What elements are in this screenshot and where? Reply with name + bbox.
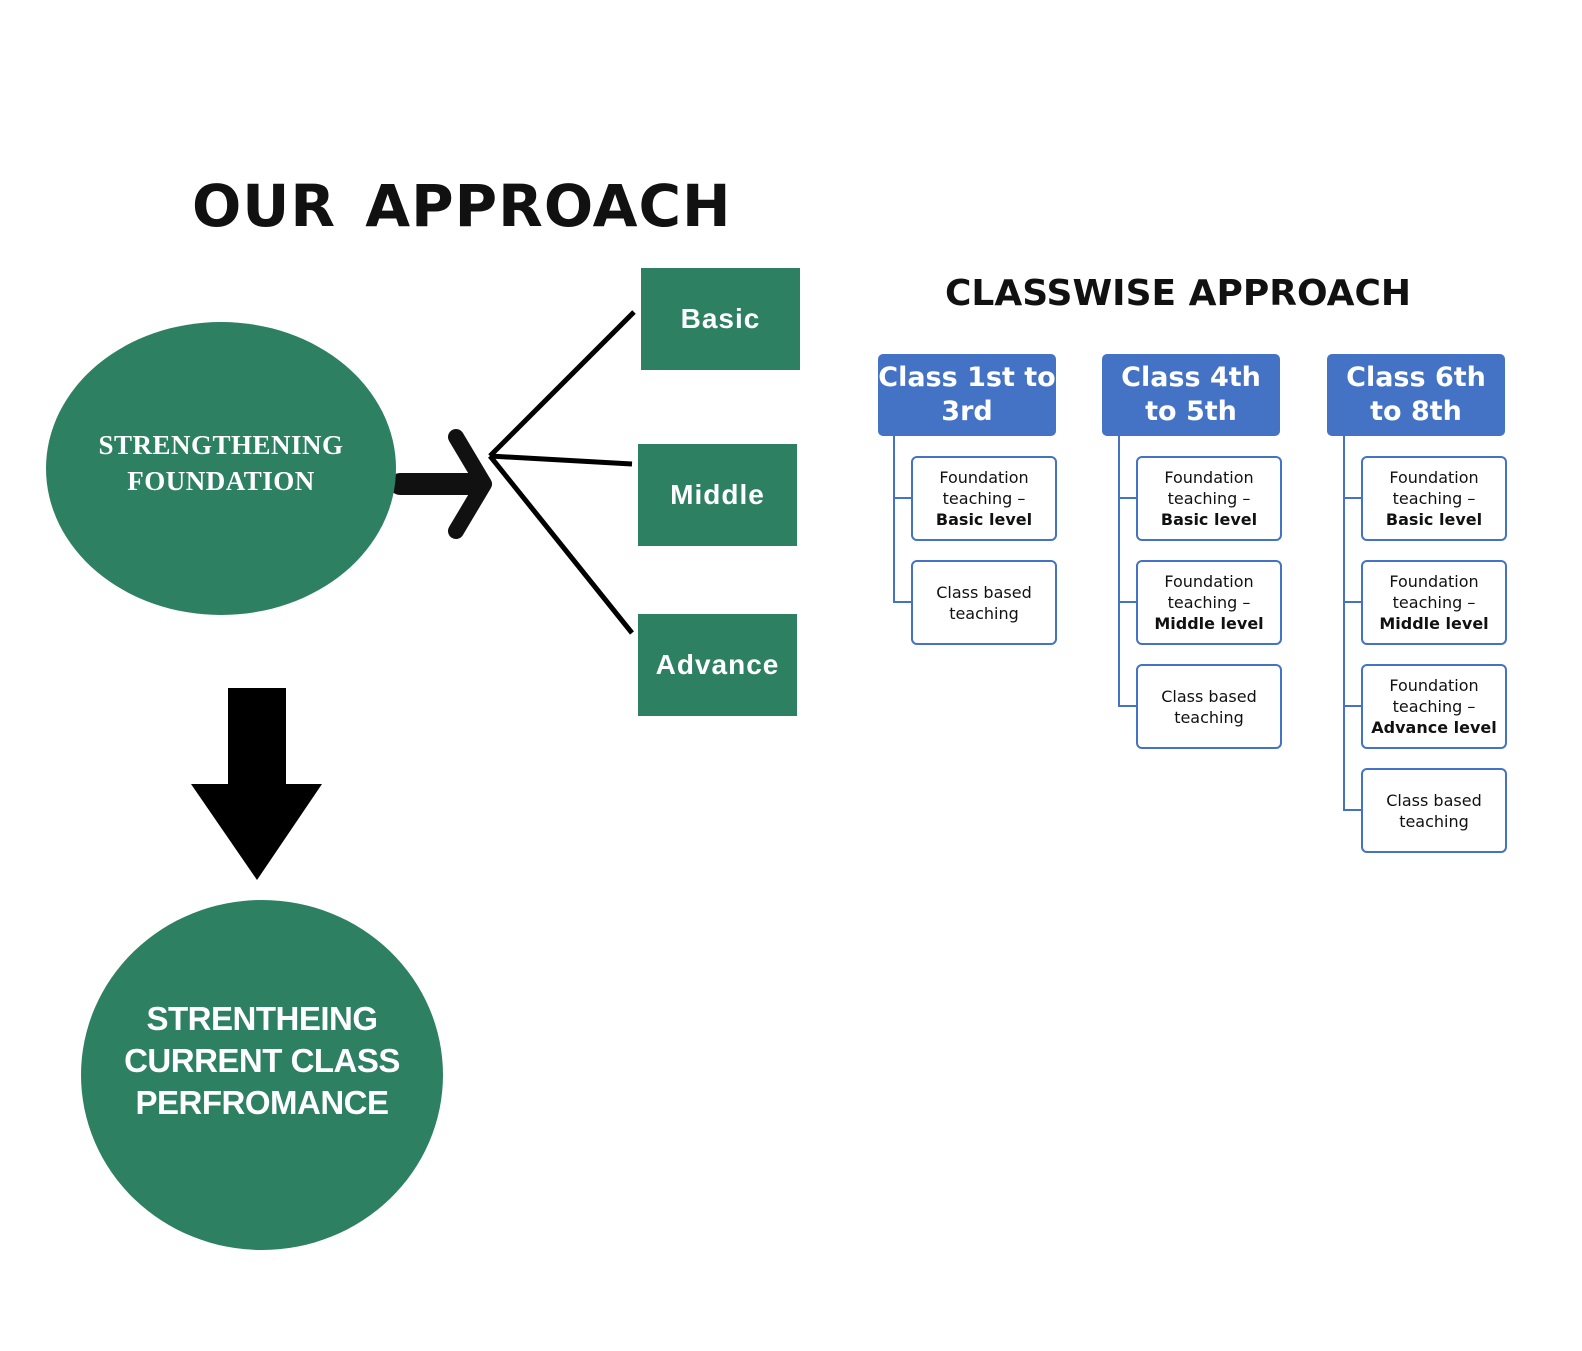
foundation-node: STRENGTHENING FOUNDATION	[46, 322, 396, 615]
class-item: Foundation teaching – Basic level	[1361, 456, 1507, 541]
tree-branch	[893, 497, 912, 499]
tree-trunk-2	[1118, 436, 1120, 707]
branch-line-basic	[488, 310, 636, 458]
class-item: Foundation teaching – Middle level	[1361, 560, 1507, 645]
class-item: Foundation teaching – Middle level	[1136, 560, 1282, 645]
class-header-4-5: Class 4th to 5th	[1102, 354, 1280, 436]
class-item: Foundation teaching – Advance level	[1361, 664, 1507, 749]
class-item: Foundation teaching – Basic level	[911, 456, 1057, 541]
tree-branch	[893, 601, 912, 603]
tree-branch	[1343, 497, 1362, 499]
tree-branch	[1343, 809, 1362, 811]
tree-branch	[1343, 705, 1362, 707]
foundation-label: STRENGTHENING FOUNDATION	[98, 429, 344, 496]
level-middle: Middle	[638, 444, 797, 546]
branch-line-advance	[488, 454, 634, 635]
current-class-label: STRENTHEING CURRENT CLASS PERFROMANCE	[124, 1000, 400, 1121]
tree-branch	[1118, 705, 1137, 707]
branch-line-middle	[489, 453, 633, 467]
tree-trunk-1	[893, 436, 895, 603]
tree-branch	[1118, 497, 1137, 499]
class-header-6-8: Class 6th to 8th	[1327, 354, 1505, 436]
tree-branch	[1343, 601, 1362, 603]
class-item: Foundation teaching – Basic level	[1136, 456, 1282, 541]
right-arrowhead-icon	[448, 429, 492, 539]
page-title: OUR APPROACH	[192, 172, 732, 240]
level-basic: Basic	[641, 268, 800, 370]
classwise-title: CLASSWISE APPROACH	[945, 273, 1412, 314]
class-item: Class based teaching	[1136, 664, 1282, 749]
tree-trunk-3	[1343, 436, 1345, 811]
tree-branch	[1118, 601, 1137, 603]
down-arrow-icon	[191, 688, 322, 880]
level-advance: Advance	[638, 614, 797, 716]
class-item: Class based teaching	[1361, 768, 1507, 853]
current-class-node: STRENTHEING CURRENT CLASS PERFROMANCE	[81, 900, 443, 1250]
class-item: Class based teaching	[911, 560, 1057, 645]
class-header-1-3: Class 1st to 3rd	[878, 354, 1056, 436]
